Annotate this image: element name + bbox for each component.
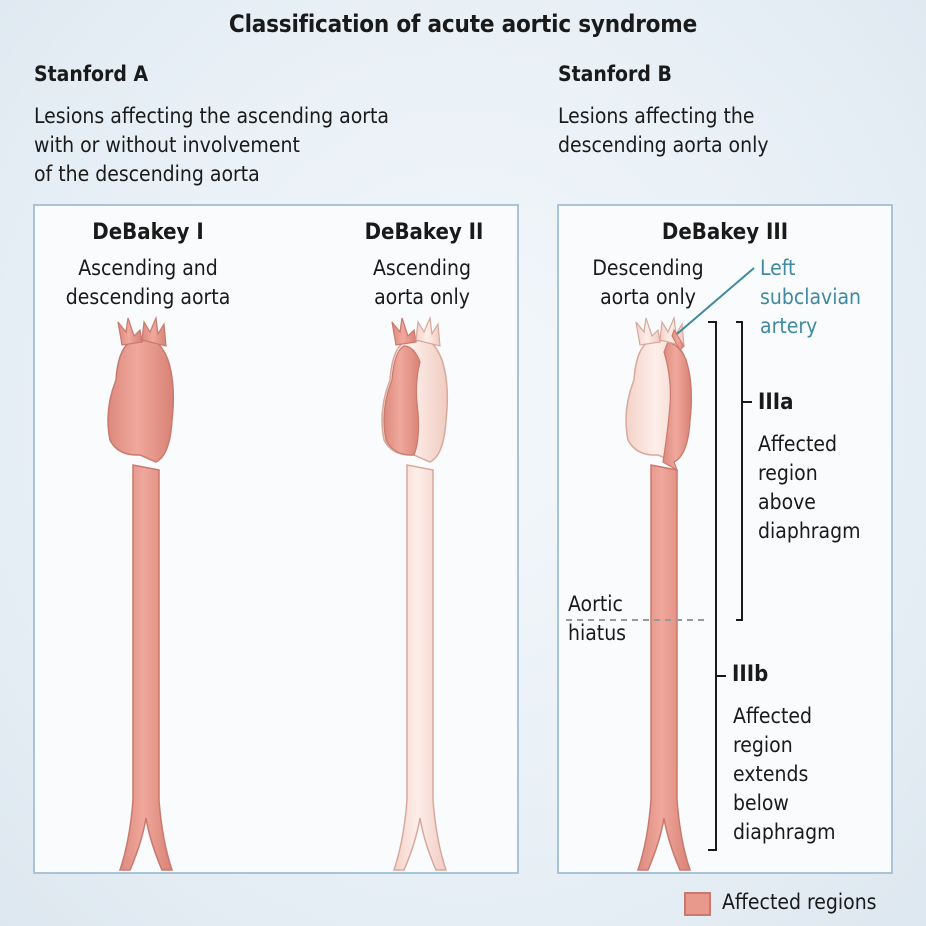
page-title: Classification of acute aortic syndrome	[228, 10, 698, 38]
debakey-3-aorta	[625, 315, 693, 871]
stanford-a-panel	[33, 204, 519, 874]
aortic-hiatus-label: Aortic hiatus	[568, 592, 627, 645]
legend-label: Affected regions	[722, 890, 877, 914]
debakey-3-description: Descending aorta only	[592, 256, 704, 309]
iiia-heading: IIIa	[758, 390, 794, 415]
iiib-bracket	[708, 321, 717, 851]
debakey-2-description: Ascending aorta only	[373, 256, 471, 309]
legend-swatch	[684, 892, 711, 916]
debakey-2-heading: DeBakey II	[364, 220, 484, 245]
debakey-1-description: Ascending and descending aorta	[65, 256, 231, 309]
left-subclavian-label: Left subclavian artery	[760, 256, 862, 338]
stanford-a-description: Lesions affecting the ascending aorta wi…	[34, 104, 389, 186]
stanford-a-heading: Stanford A	[34, 62, 149, 86]
iiia-bracket	[736, 321, 743, 621]
iiib-description: Affected region extends below diaphragm	[733, 704, 836, 844]
iiia-description: Affected region above diaphragm	[758, 432, 861, 543]
debakey-1-aorta	[107, 315, 175, 871]
subclavian-leader-line	[676, 267, 755, 335]
debakey-3-heading: DeBakey III	[661, 220, 789, 245]
iiib-heading: IIIb	[732, 662, 769, 687]
stanford-b-heading: Stanford B	[558, 62, 672, 86]
debakey-1-heading: DeBakey I	[92, 220, 204, 245]
debakey-2-aorta	[381, 315, 449, 871]
stanford-b-description: Lesions affecting the descending aorta o…	[558, 104, 769, 157]
stanford-b-panel	[557, 204, 893, 874]
